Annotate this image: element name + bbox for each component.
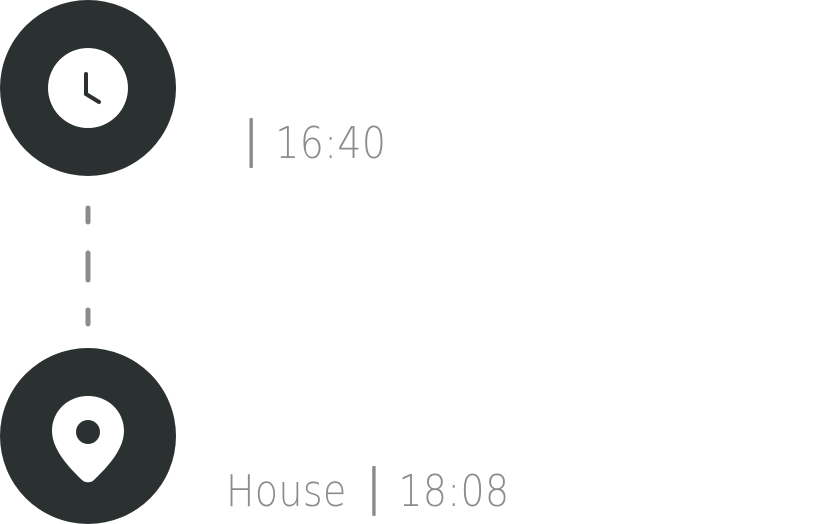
location-pin-icon	[52, 396, 124, 483]
route-connector	[85, 205, 91, 327]
start-separator	[249, 118, 253, 168]
end-time-label: 18:08	[398, 465, 510, 517]
start-stop-row: 16:40	[246, 113, 386, 173]
end-stop-badge	[0, 348, 176, 524]
start-stop-badge	[0, 0, 176, 176]
clock-icon	[48, 48, 128, 128]
start-time-label: 16:40	[275, 117, 387, 169]
end-separator	[372, 466, 376, 516]
end-stop-row: House 18:08	[226, 461, 510, 521]
clock-hands	[84, 72, 101, 104]
end-place-label: House	[226, 465, 347, 517]
